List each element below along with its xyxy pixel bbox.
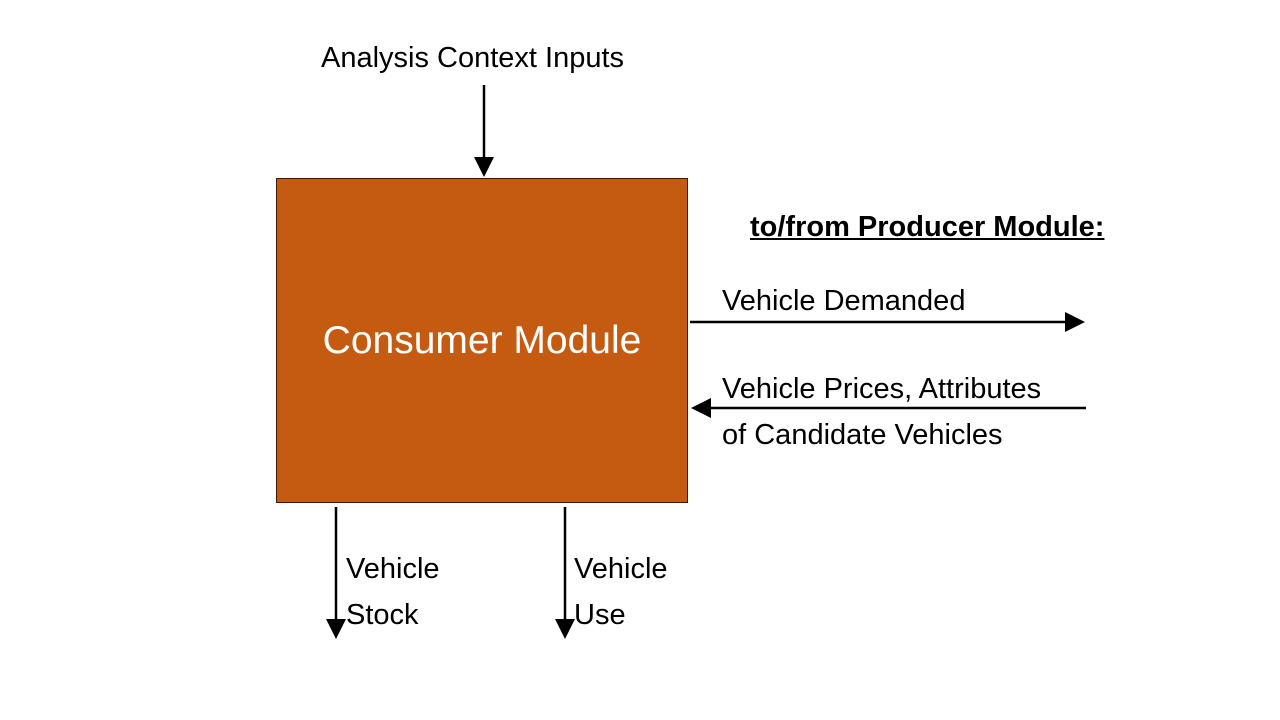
vehicle-prices-label-line2: of Candidate Vehicles: [722, 419, 1003, 451]
vehicle-prices-label: Vehicle Prices, Attributes of Candidate …: [722, 366, 1041, 458]
vehicle-use-label-line2: Use: [574, 599, 626, 631]
analysis-context-inputs-label: Analysis Context Inputs: [321, 42, 625, 74]
vehicle-stock-label: Vehicle Stock: [346, 546, 440, 638]
consumer-module-box: Consumer Module: [276, 178, 688, 503]
consumer-module-title: Consumer Module: [322, 318, 642, 362]
vehicle-use-label-line1: Vehicle: [574, 553, 668, 585]
vehicle-prices-label-line1: Vehicle Prices, Attributes: [722, 373, 1042, 405]
vehicle-use-label: Vehicle Use: [574, 546, 668, 638]
vehicle-stock-label-line1: Vehicle: [346, 553, 440, 585]
vehicle-demanded-label: Vehicle Demanded: [722, 285, 966, 317]
vehicle-stock-label-line2: Stock: [346, 599, 419, 631]
producer-module-heading: to/from Producer Module:: [750, 211, 1105, 243]
